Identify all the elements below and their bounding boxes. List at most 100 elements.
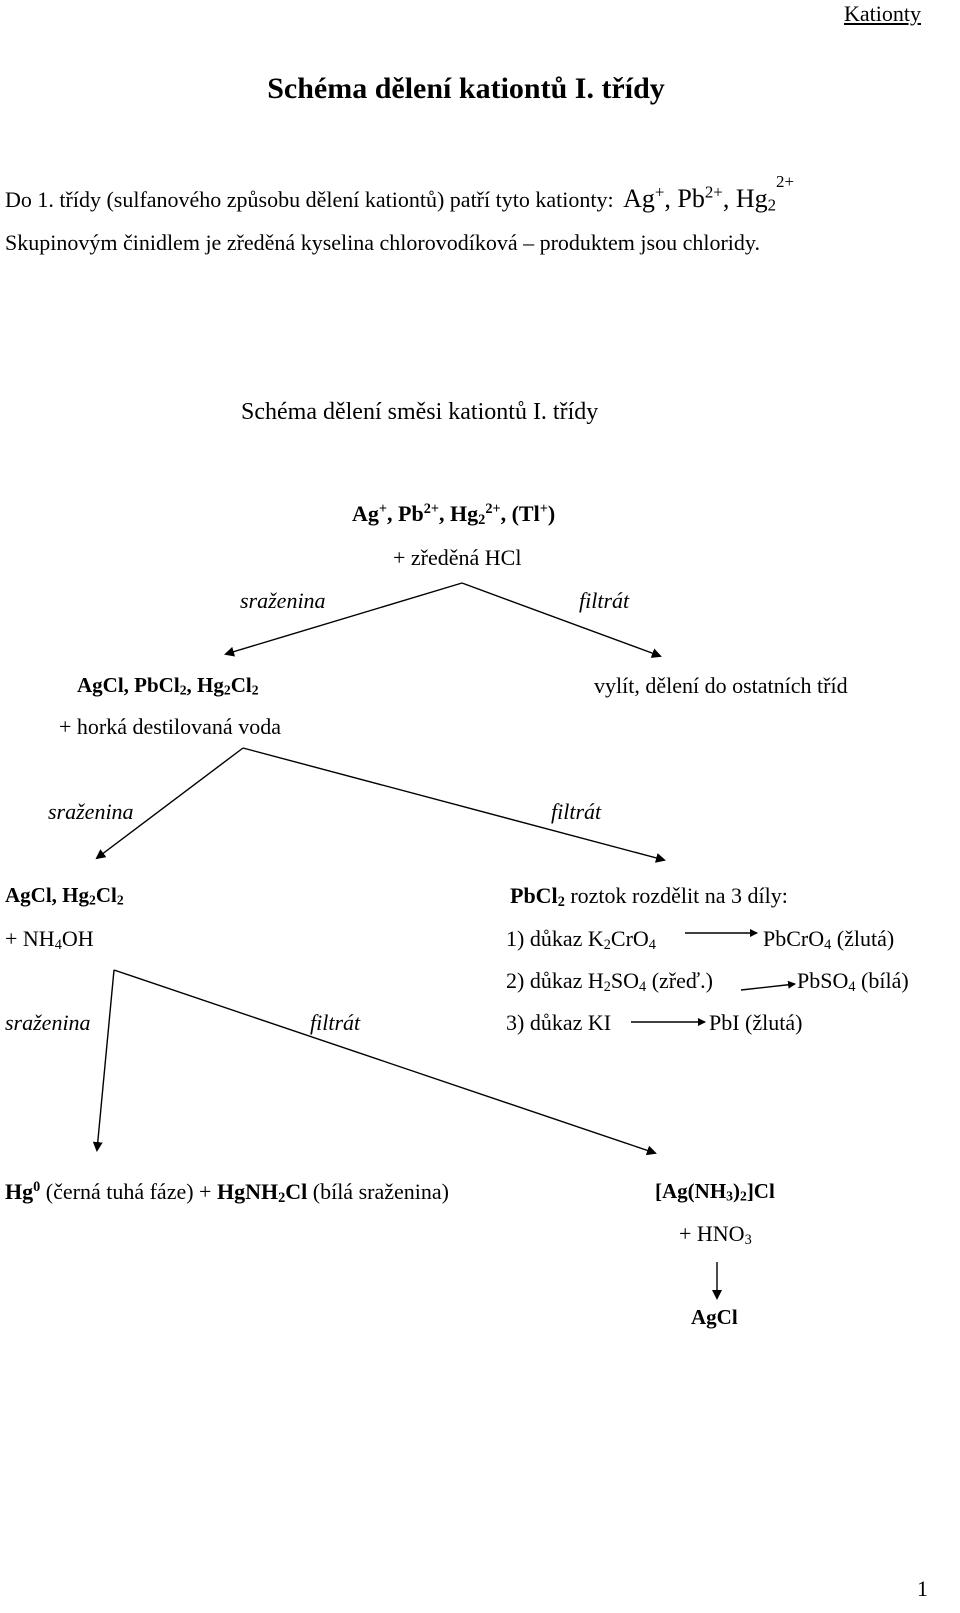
step1-precipitate: AgCl, PbCl2, Hg2Cl2 <box>77 673 259 698</box>
arrow-hcl-filtrate <box>461 582 662 658</box>
r3-b: OH <box>61 926 94 951</box>
start-tl-close: ) <box>547 501 556 526</box>
t1-s2: 4 <box>648 936 656 953</box>
reagent-hot-water: + horká destilovaná voda <box>59 714 281 739</box>
s1-sub: 2 <box>251 682 259 698</box>
s2-sub: 2 <box>116 892 124 908</box>
test-2-result: PbSO4 (bílá) <box>797 968 909 995</box>
cx-c: ]Cl <box>746 1179 775 1203</box>
cx-b: ) <box>732 1179 740 1203</box>
t2-b: SO <box>610 968 640 993</box>
t2-rb: (bílá) <box>855 968 909 993</box>
test-2-reagent: 2) důkaz H2SO4 (zřeď.) <box>506 968 713 995</box>
final-hg: Hg <box>5 1179 34 1204</box>
start-hg: Hg <box>450 501 479 526</box>
pbcl2-note: roztok rozdělit na 3 díly: <box>564 883 788 908</box>
t1-a: 1) důkaz K <box>506 926 604 951</box>
start-tl: (Tl <box>511 501 540 526</box>
arrow-ammonia-filtrate <box>113 969 657 1156</box>
start-tl-charge: + <box>539 501 548 518</box>
sep: , <box>387 501 399 526</box>
t1-ra: PbCrO <box>763 926 825 951</box>
hg-subscript: 2 <box>767 195 777 215</box>
step1-filtrate-note: vylít, dělení do ostatních tříd <box>594 673 848 698</box>
t1-rs: 4 <box>824 936 832 953</box>
cation-pb: Pb <box>677 184 705 213</box>
cx-sub2: 2 <box>739 1188 747 1204</box>
comma: , <box>664 184 671 213</box>
final-hgnh: HgNH <box>216 1179 279 1204</box>
start-hg-sub: 2 <box>478 511 486 528</box>
reagent-nitric-acid: + HNO3 <box>679 1221 752 1248</box>
page-number: 1 <box>917 1576 928 1601</box>
t1-rb: (žlutá) <box>831 926 895 951</box>
charge-pb: 2+ <box>704 182 723 202</box>
sep: , <box>500 501 512 526</box>
s1-b: , Hg <box>186 673 224 697</box>
precipitate-label-3: sraženina <box>5 1010 91 1035</box>
start-pb: Pb <box>398 501 424 526</box>
t2-s2: 4 <box>639 978 647 995</box>
s1-sub: 2 <box>179 682 187 698</box>
test-3-result: PbI (žlutá) <box>709 1010 803 1035</box>
s2-a: AgCl, Hg <box>5 883 89 907</box>
start-ag: Ag <box>352 501 379 526</box>
t2-c: (zřeď.) <box>646 968 713 993</box>
page-title: Schéma dělení kationtů I. třídy <box>267 72 665 105</box>
s1-sub: 2 <box>223 682 231 698</box>
charge-ag: + <box>654 182 665 202</box>
final-cl: Cl <box>285 1179 308 1204</box>
comma: , <box>722 184 730 213</box>
start-pb-charge: 2+ <box>423 501 440 518</box>
test-1-result: PbCrO4 (žlutá) <box>763 926 895 953</box>
final-hg-zero: 0 <box>33 1179 41 1196</box>
s1-c: Cl <box>230 673 252 697</box>
s2-b: Cl <box>95 883 117 907</box>
start-cations: Ag+, Pb2+, Hg22+, (Tl+) <box>352 501 556 528</box>
scheme-title: Schéma dělení směsi kationtů I. třídy <box>241 399 599 425</box>
arrow-hcl-precipitate <box>224 582 463 657</box>
sep: , <box>439 501 451 526</box>
filtrate-label-2: filtrát <box>551 799 602 824</box>
r4-a: + HNO <box>679 1221 745 1246</box>
t1-s1: 2 <box>603 936 611 953</box>
arrow-water-filtrate <box>242 747 666 863</box>
intro-text: Do 1. třídy (sulfanového způsobu dělení … <box>5 187 614 212</box>
t2-a: 2) důkaz H <box>506 968 604 993</box>
final-hgnh-sub: 2 <box>278 1189 286 1206</box>
final-agcl: AgCl <box>691 1305 738 1329</box>
r3-sub: 4 <box>54 936 62 953</box>
arrow-test-2 <box>740 980 796 991</box>
start-ag-charge: + <box>378 501 388 518</box>
reagent-ammonia: + NH4OH <box>5 926 94 953</box>
intro-line-1: Do 1. třídy (sulfanového způsobu dělení … <box>5 172 795 215</box>
cx-sub3: 3 <box>726 1188 733 1204</box>
r3-a: + NH <box>5 926 55 951</box>
t2-s1: 2 <box>603 978 611 995</box>
step2-precipitate: AgCl, Hg2Cl2 <box>5 883 124 908</box>
header-section-label: Kationty <box>844 1 921 26</box>
final-t1: (černá tuhá fáze) + <box>40 1179 217 1204</box>
t2-ra: PbSO <box>797 968 849 993</box>
pbcl2-formula: PbCl <box>510 883 558 908</box>
arrow-water-precipitate <box>95 747 244 860</box>
reagent-hcl: + zředěná HCl <box>393 545 522 570</box>
cx-a: [Ag(NH <box>655 1179 727 1203</box>
test-1-reagent: 1) důkaz K2CrO4 <box>506 926 656 953</box>
r4-sub: 3 <box>744 1231 752 1248</box>
filtrate-label-3: filtrát <box>310 1010 361 1035</box>
intro-line-2: Skupinovým činidlem je zředěná kyselina … <box>5 230 760 255</box>
start-hg-charge: 2+ <box>485 501 501 518</box>
final-precipitate: Hg0 (černá tuhá fáze) + HgNH2Cl (bílá sr… <box>5 1179 449 1206</box>
precipitate-label-1: sraženina <box>240 588 326 613</box>
arrow-ammonia-precipitate <box>92 969 115 1152</box>
test-3-reagent: 3) důkaz KI <box>506 1010 612 1035</box>
s2-sub: 2 <box>89 892 96 908</box>
filtrate-label-1: filtrát <box>579 588 630 613</box>
cation-hg: Hg <box>735 184 768 213</box>
silver-complex: [Ag(NH3)2]Cl <box>655 1179 775 1204</box>
cation-ag: Ag <box>623 184 655 213</box>
t1-b: CrO <box>610 926 649 951</box>
